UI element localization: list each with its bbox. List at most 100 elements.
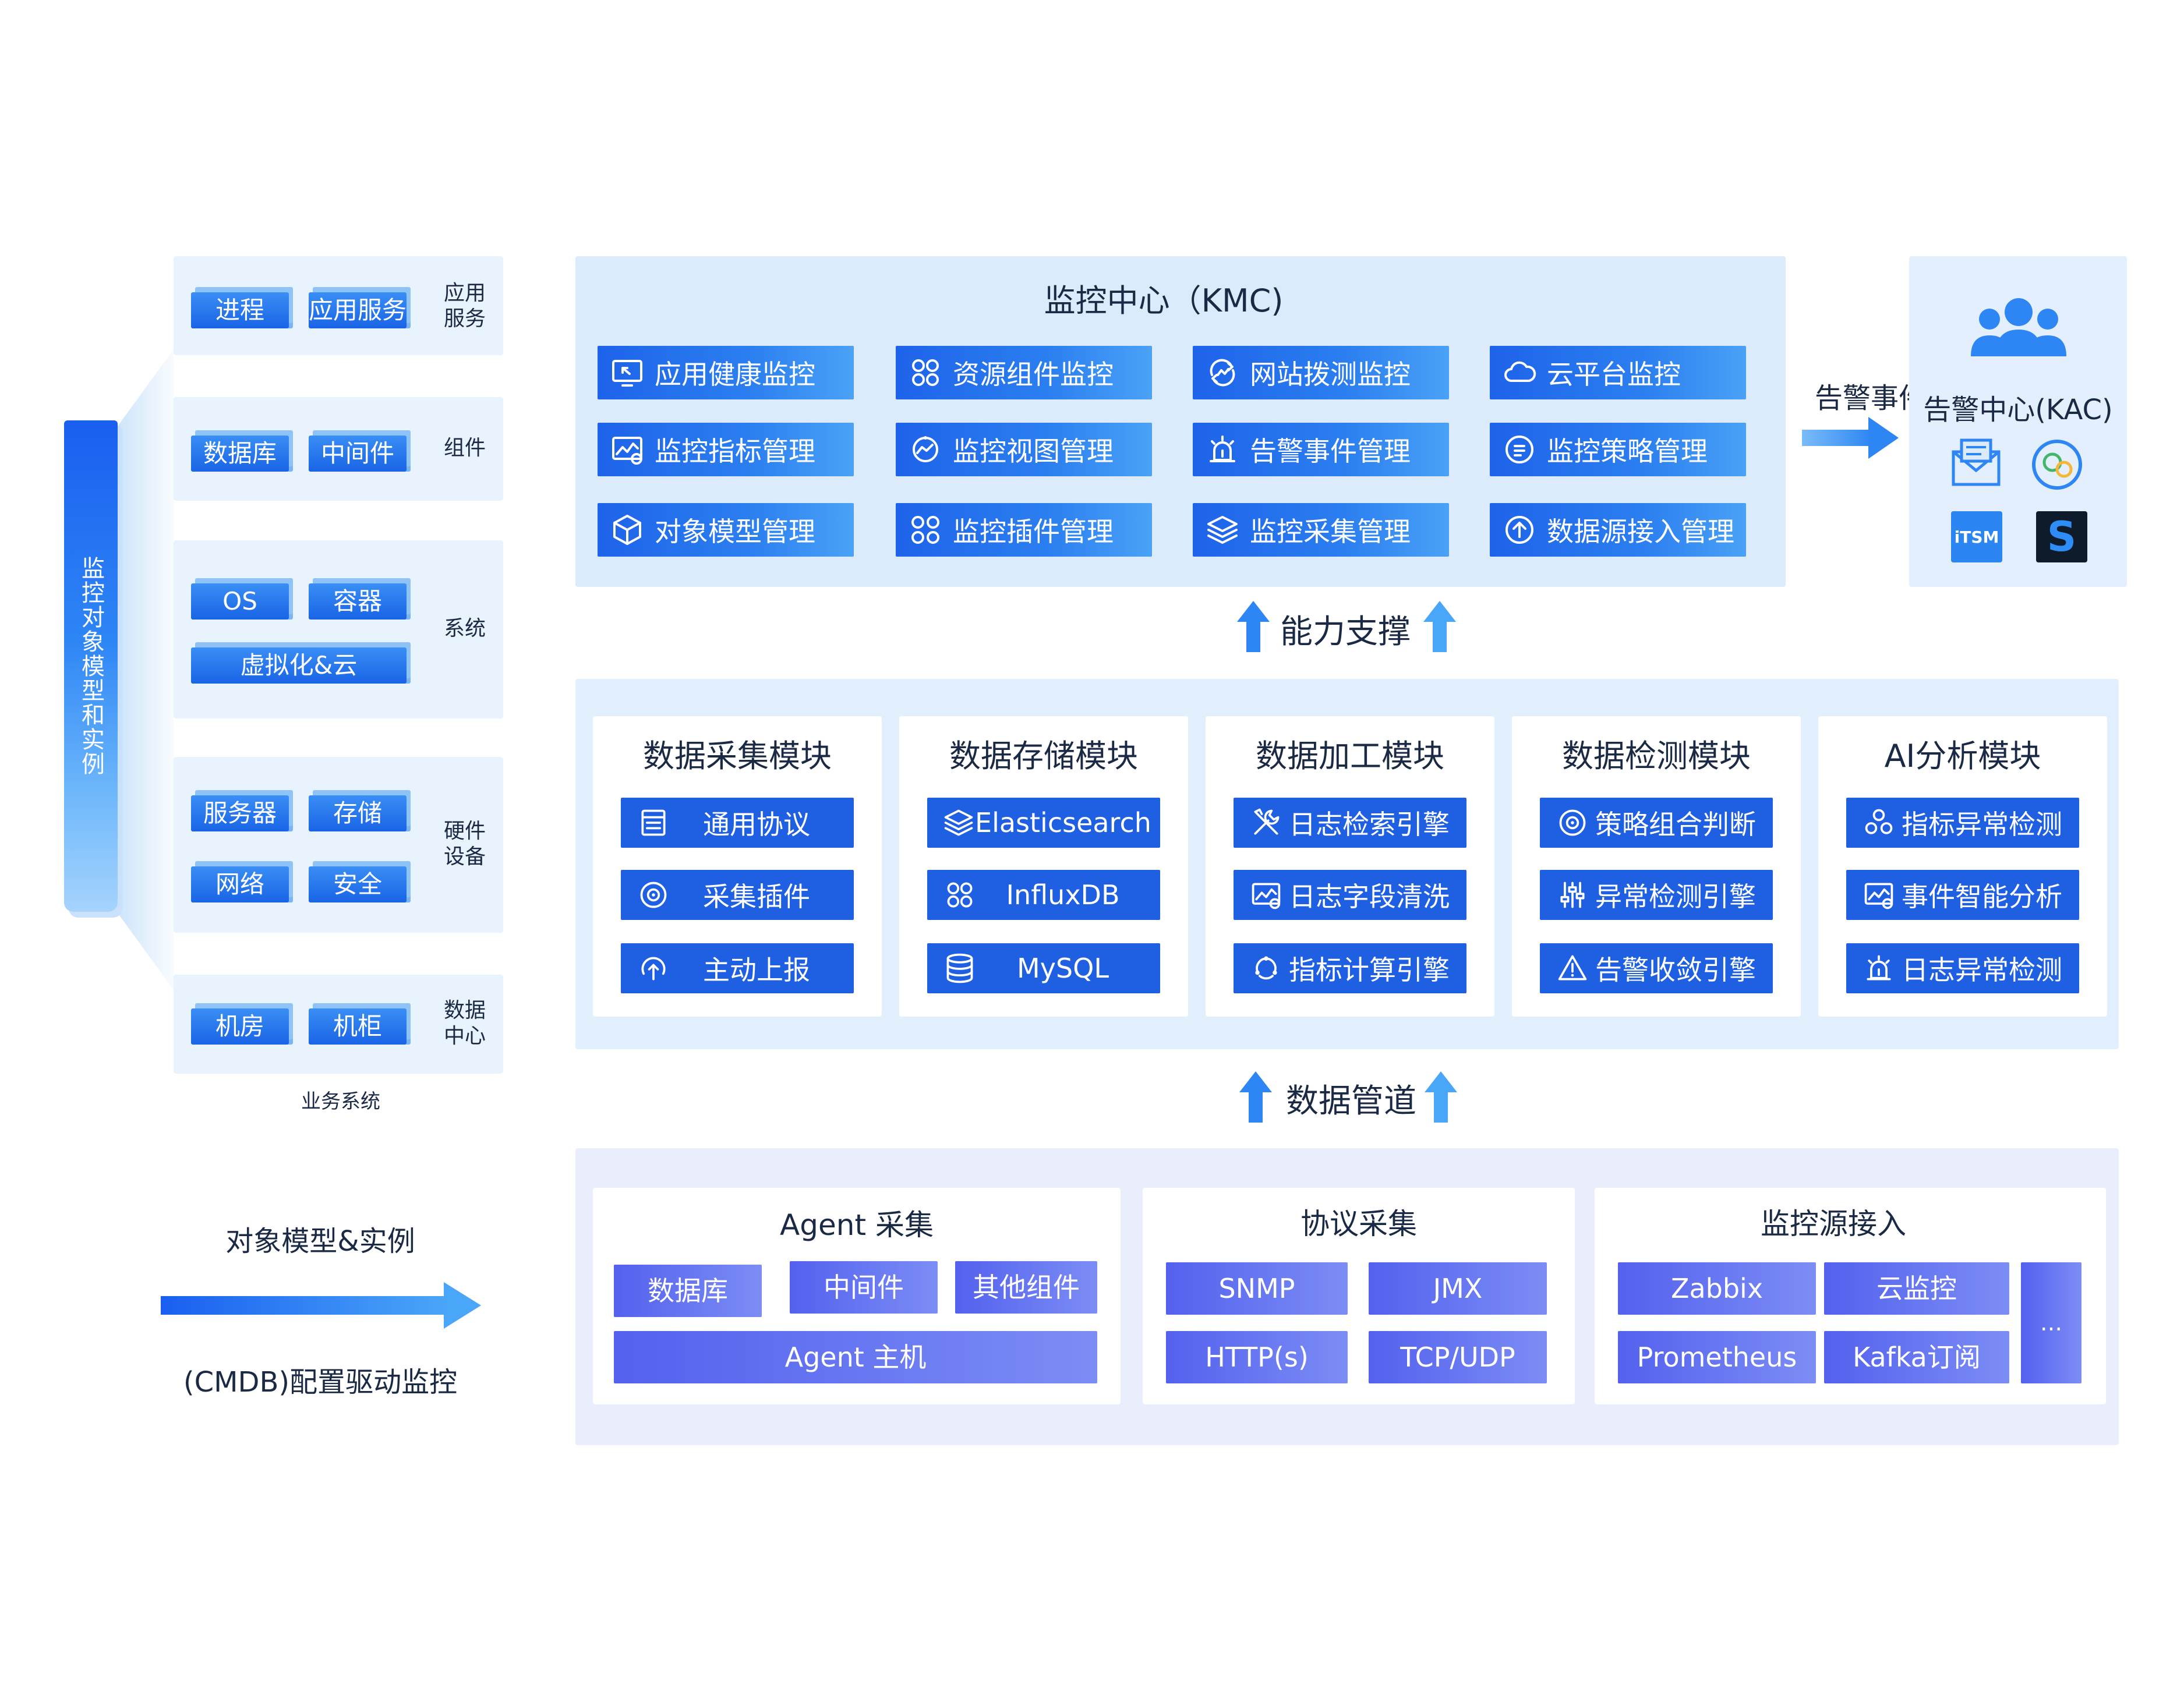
protocol-tag-tcp-udp[interactable]: TCP/UDP <box>1369 1331 1547 1383</box>
kmc-button-label: 监控视图管理 <box>953 436 1114 467</box>
chat-icon[interactable] <box>2030 438 2084 491</box>
module-title: 数据加工模块 <box>1256 738 1444 774</box>
protocol-tag-jmx[interactable]: JMX <box>1369 1262 1547 1315</box>
tag-security[interactable]: 安全 <box>309 866 407 902</box>
module-item-button[interactable]: 指标计算引擎 <box>1234 943 1466 993</box>
tag-app-service[interactable]: 应用服务 <box>309 292 407 328</box>
module-item-button[interactable]: 告警收敛引擎 <box>1540 943 1773 993</box>
target-icon-wrap <box>1555 805 1590 840</box>
users-icon <box>1971 298 2066 356</box>
group-label-hardware: 硬件 设备 <box>443 819 486 869</box>
module-item-button[interactable]: Elasticsearch <box>927 798 1160 848</box>
agent-tag-database[interactable]: 数据库 <box>614 1265 762 1317</box>
grid-icon <box>912 359 939 386</box>
agent-card-title: Agent 采集 <box>780 1208 934 1242</box>
cycle-icon <box>1255 956 1277 980</box>
agent-tag-other[interactable]: 其他组件 <box>955 1261 1097 1314</box>
kmc-button[interactable]: 监控插件管理 <box>896 503 1152 557</box>
object-model-bar-label: 监控对象模型和实例 <box>77 556 104 776</box>
module-item-button[interactable]: 事件智能分析 <box>1846 870 2079 920</box>
module-item-button[interactable]: 采集插件 <box>621 870 854 920</box>
source-card-title: 监控源接入 <box>1761 1207 1906 1241</box>
tag-storage[interactable]: 存储 <box>309 795 407 831</box>
tag-cabinet[interactable]: 机柜 <box>309 1008 407 1045</box>
tag-database[interactable]: 数据库 <box>191 436 289 472</box>
plugin-icon-wrap <box>907 512 943 548</box>
protocol-tag-snmp[interactable]: SNMP <box>1166 1262 1348 1315</box>
kmc-button[interactable]: 监控策略管理 <box>1490 423 1746 476</box>
mail-icon[interactable] <box>1951 438 2001 488</box>
cmdb-arrow-icon <box>161 1282 481 1329</box>
protocol-card-title: 协议采集 <box>1300 1207 1417 1241</box>
kmc-button-label: 数据源接入管理 <box>1547 516 1734 547</box>
source-tag-zabbix[interactable]: Zabbix <box>1618 1262 1816 1315</box>
tools-icon <box>1254 808 1280 835</box>
cmdb-title: 对象模型&实例 <box>225 1225 415 1258</box>
s-app-icon[interactable]: S <box>2036 511 2087 562</box>
plugin-icon <box>911 516 939 544</box>
itsm-icon[interactable]: iTSM <box>1951 511 2002 562</box>
tag-network[interactable]: 网络 <box>191 866 289 902</box>
tag-virtualization-cloud[interactable]: 虚拟化&云 <box>191 647 407 684</box>
tag-container[interactable]: 容器 <box>309 583 407 620</box>
protocol-tag-http[interactable]: HTTP(s) <box>1166 1331 1348 1383</box>
database-icon <box>946 953 973 983</box>
module-item-label: 主动上报 <box>703 954 810 986</box>
nodes-icon-wrap <box>1861 805 1896 840</box>
group-label-system: 系统 <box>443 617 486 640</box>
module-item-button[interactable]: 策略组合判断 <box>1540 798 1773 848</box>
module-item-button[interactable]: 通用协议 <box>621 798 854 848</box>
kmc-button-label: 监控采集管理 <box>1250 516 1411 547</box>
object-model-bar <box>64 420 118 912</box>
module-item-label: 策略组合判断 <box>1595 809 1756 840</box>
module-title: 数据检测模块 <box>1562 738 1751 774</box>
module-item-button[interactable]: 指标异常检测 <box>1846 798 2079 848</box>
kmc-button[interactable]: 监控采集管理 <box>1193 503 1449 557</box>
kmc-button[interactable]: 告警事件管理 <box>1193 423 1449 476</box>
kmc-title: 监控中心（KMC) <box>1044 282 1284 319</box>
tag-server[interactable]: 服务器 <box>191 795 289 831</box>
module-item-label: MySQL <box>1017 953 1109 984</box>
source-more[interactable]: ... <box>2021 1262 2081 1383</box>
upload-icon <box>1506 516 1533 544</box>
kmc-button[interactable]: 资源组件监控 <box>896 346 1152 399</box>
tag-process[interactable]: 进程 <box>191 292 289 328</box>
module-item-label: InfluxDB <box>1006 879 1120 911</box>
kmc-button[interactable]: 监控指标管理 <box>598 423 854 476</box>
agent-tag-middleware[interactable]: 中间件 <box>790 1261 938 1314</box>
module-item-button[interactable]: 日志字段清洗 <box>1234 870 1466 920</box>
tag-middleware[interactable]: 中间件 <box>309 436 407 472</box>
kmc-button[interactable]: 应用健康监控 <box>598 346 854 399</box>
upload-circle-icon-wrap <box>636 951 671 986</box>
module-item-button[interactable]: InfluxDB <box>927 870 1160 920</box>
module-item-button[interactable]: MySQL <box>927 943 1160 993</box>
refresh-icon-wrap <box>1204 355 1241 391</box>
source-tag-cloud-monitor[interactable]: 云监控 <box>1824 1262 2009 1315</box>
tag-machine-room[interactable]: 机房 <box>191 1008 289 1045</box>
agent-host[interactable]: Agent 主机 <box>614 1331 1097 1383</box>
module-item-button[interactable]: 日志异常检测 <box>1846 943 2079 993</box>
grid-icon-wrap <box>907 355 943 391</box>
database-icon-wrap <box>942 951 977 986</box>
module-item-button[interactable]: 日志检索引擎 <box>1234 798 1466 848</box>
module-item-button[interactable]: 主动上报 <box>621 943 854 993</box>
object-model-bar-label-wrap: 监控对象模型和实例 <box>58 420 123 912</box>
source-tag-kafka[interactable]: Kafka订阅 <box>1824 1331 2009 1383</box>
warning-icon-wrap <box>1555 951 1590 986</box>
kmc-button[interactable]: 监控视图管理 <box>896 423 1152 476</box>
kmc-button[interactable]: 数据源接入管理 <box>1490 503 1746 557</box>
tag-os[interactable]: OS <box>191 583 289 620</box>
module-title: AI分析模块 <box>1884 738 2041 774</box>
alarm-icon-wrap <box>1204 431 1241 468</box>
module-item-button[interactable]: 异常检测引擎 <box>1540 870 1773 920</box>
warning-icon <box>1558 955 1587 981</box>
source-tag-prometheus[interactable]: Prometheus <box>1618 1331 1816 1383</box>
kmc-button-label: 应用健康监控 <box>655 359 815 390</box>
kmc-button-label: 资源组件监控 <box>953 359 1114 390</box>
kmc-button[interactable]: 云平台监控 <box>1490 346 1746 399</box>
target-icon-wrap <box>636 877 671 912</box>
kmc-button[interactable]: 网站拨测监控 <box>1193 346 1449 399</box>
kmc-button[interactable]: 对象模型管理 <box>598 503 854 557</box>
slider-icon-wrap <box>1555 877 1590 912</box>
alarm-icon <box>1210 436 1235 462</box>
